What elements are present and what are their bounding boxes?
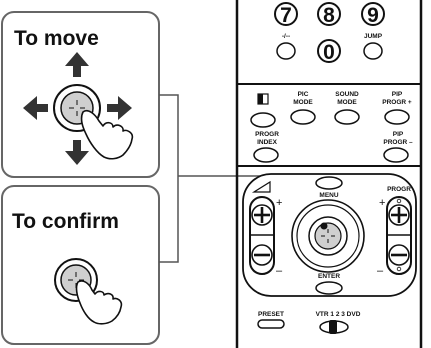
- pic-mode-label-line2: MODE: [293, 99, 313, 106]
- digit-0-button[interactable]: 0: [317, 39, 341, 64]
- pip-progr-minus-label-line2: PROGR –: [383, 139, 413, 146]
- volume-icon: [251, 180, 271, 193]
- progr-label: PROGR: [387, 186, 411, 193]
- arrow-down-icon: [65, 140, 89, 165]
- enter-label: ENTER: [318, 273, 340, 280]
- progr-up-button[interactable]: [388, 198, 410, 226]
- pip-progr-plus-label-line2: PROGR +: [382, 99, 412, 106]
- sound-mode-label-line2: MODE: [337, 99, 357, 106]
- to-confirm-label: To confirm: [12, 210, 119, 233]
- digit-7-button[interactable]: 7 -/--: [274, 2, 298, 60]
- pip-progr-plus-label-line1: PIP: [392, 91, 403, 98]
- sound-mode-button[interactable]: SOUND MODE: [334, 91, 360, 125]
- enter-button[interactable]: ENTER: [315, 273, 343, 295]
- volume-up-button[interactable]: [251, 204, 273, 226]
- press-point-dot: [320, 222, 328, 230]
- pip-progr-minus-button[interactable]: PIP PROGR –: [383, 131, 413, 163]
- progr-minus-sign: –: [377, 265, 384, 277]
- progr-down-button[interactable]: [388, 244, 410, 272]
- half-square-icon: [257, 93, 269, 105]
- pip-progr-minus-label-line1: PIP: [393, 131, 404, 138]
- preset-button[interactable]: PRESET: [257, 311, 285, 329]
- to-confirm-panel: To confirm: [1, 185, 160, 345]
- arrow-right-icon: [107, 96, 132, 120]
- crosshair-icon: [321, 229, 335, 243]
- digit-7-sublabel: -/--: [282, 33, 290, 40]
- hand-press-icon: [75, 280, 123, 325]
- pic-mode-label-line1: PIC: [298, 91, 309, 98]
- tactile-dot-icon: [396, 198, 402, 204]
- teletext-mix-button[interactable]: [250, 93, 276, 128]
- to-move-panel: To move: [1, 11, 160, 178]
- volume-down-button[interactable]: [251, 244, 273, 266]
- digit-9-sublabel: JUMP: [364, 33, 383, 40]
- center-joystick[interactable]: [291, 199, 365, 273]
- digit-8-button[interactable]: 8: [317, 2, 341, 27]
- tactile-dot-icon: [396, 266, 402, 272]
- digit-9-label: 9: [367, 4, 379, 27]
- progr-index-label-line1: PROGR: [255, 131, 279, 138]
- connector-line: [159, 94, 179, 263]
- sound-mode-label-line1: SOUND: [335, 91, 359, 98]
- volume-plus-sign: +: [276, 197, 282, 209]
- preset-label: PRESET: [258, 311, 284, 318]
- digit-9-button[interactable]: 9 JUMP: [361, 2, 385, 60]
- arrow-up-icon: [65, 52, 89, 77]
- menu-label: MENU: [319, 192, 338, 199]
- digit-7-label: 7: [280, 4, 292, 27]
- menu-button[interactable]: MENU: [315, 176, 343, 199]
- digit-8-label: 8: [323, 4, 335, 27]
- crosshair-icon: [69, 100, 85, 116]
- volume-minus-sign: –: [276, 265, 283, 277]
- digit-0-label: 0: [323, 41, 335, 64]
- pip-progr-plus-button[interactable]: PIP PROGR +: [382, 91, 412, 125]
- hand-pointer-icon: [80, 109, 134, 160]
- progr-index-label-line2: INDEX: [257, 139, 278, 146]
- remote-control: 7 -/-- 8 9 JUMP 0 PIC MODE: [235, 0, 423, 348]
- to-move-label: To move: [14, 27, 99, 50]
- pic-mode-button[interactable]: PIC MODE: [290, 91, 316, 125]
- progr-plus-sign: +: [379, 197, 385, 209]
- volume-rocker[interactable]: [249, 196, 275, 275]
- vtr-dvd-selector-switch[interactable]: VTR 1 2 3 DVD: [316, 311, 361, 334]
- vtr-selector-label: VTR 1 2 3 DVD: [316, 311, 361, 318]
- progr-index-button[interactable]: PROGR INDEX: [253, 131, 279, 163]
- progr-rocker[interactable]: [386, 196, 412, 275]
- arrow-left-icon: [23, 96, 48, 120]
- direction-arrows: [23, 52, 132, 165]
